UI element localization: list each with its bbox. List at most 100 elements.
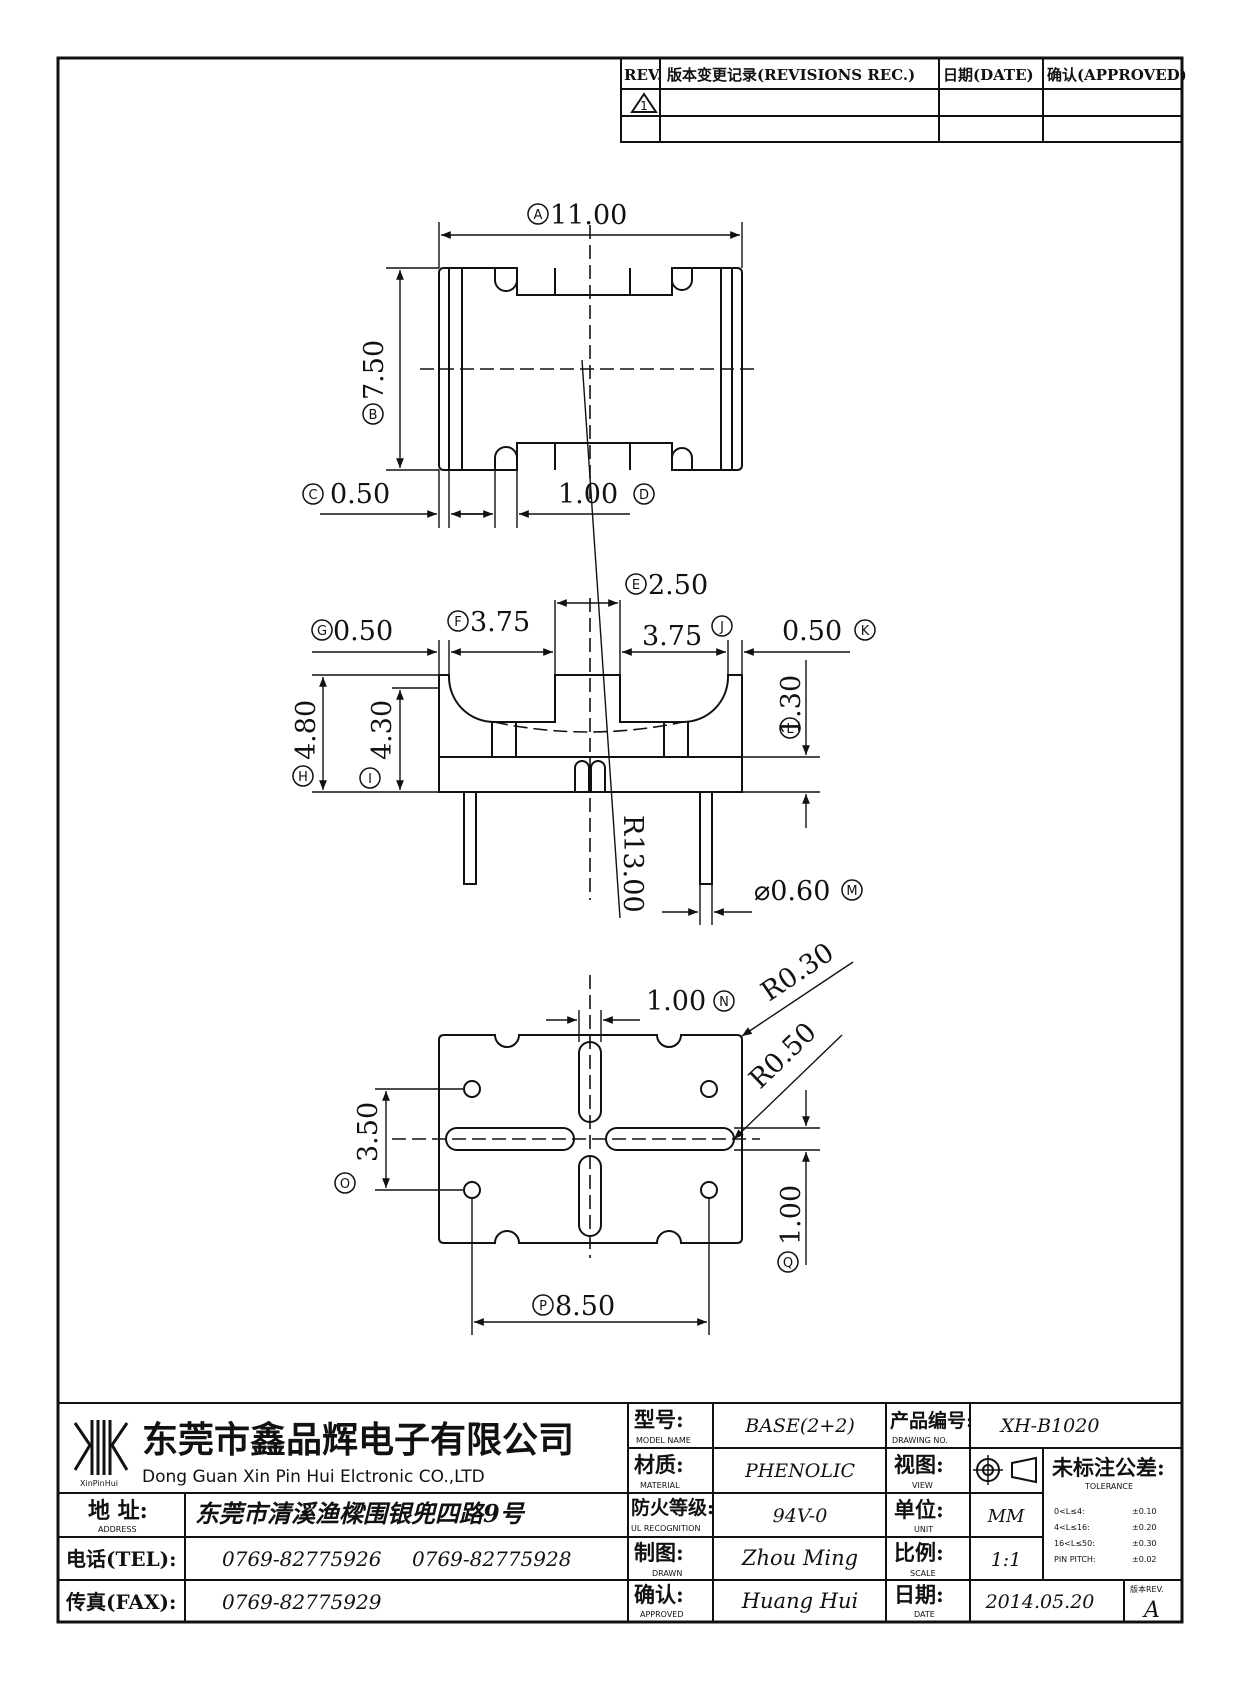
tolerance-value: ±0.30 [1132, 1539, 1157, 1548]
date-label: 日期: [894, 1582, 944, 1607]
dimension-g: G 0.50 [311, 616, 393, 647]
view-label-en: VIEW [912, 1481, 933, 1490]
svg-text:G: G [317, 624, 327, 639]
svg-text:Q: Q [783, 1256, 793, 1271]
drawn-label-en: DRAWN [652, 1569, 682, 1578]
material-label-en: MATERIAL [640, 1481, 680, 1490]
dimension-l: 1.30 L [776, 675, 807, 739]
svg-text:3.75: 3.75 [642, 621, 702, 652]
svg-text:8.50: 8.50 [555, 1291, 615, 1322]
svg-text:3.75: 3.75 [470, 607, 530, 638]
model-value: BASE(2+2) [744, 1415, 855, 1437]
bottom-view: 1.00 N R0.30 R0.50 3.50 O 1.00 Q [334, 937, 854, 1335]
svg-text:11.00: 11.00 [550, 200, 627, 231]
tolerance-value: ±0.10 [1132, 1507, 1157, 1516]
fax-value: 0769-82775929 [222, 1590, 382, 1614]
material-value: PHENOLIC [744, 1460, 856, 1482]
fax-label: 传真(FAX): [65, 1590, 176, 1614]
tolerance-label-en: TOLERANCE [1084, 1482, 1133, 1491]
dimension-i: 4.30 I [359, 700, 398, 789]
svg-text:2.50: 2.50 [648, 570, 708, 601]
company-logo: XinPinHui [73, 1420, 129, 1488]
svg-text:P: P [539, 1299, 547, 1314]
ul-label-en: UL RECOGNITION [631, 1524, 700, 1533]
svg-text:D: D [639, 488, 649, 503]
svg-text:3.50: 3.50 [353, 1102, 384, 1162]
drawing-no-label: 产品编号: [890, 1409, 973, 1432]
company-name-en: Dong Guan Xin Pin Hui Elctronic CO.,LTD [142, 1467, 485, 1487]
svg-text:A: A [534, 208, 543, 223]
svg-text:J: J [719, 620, 724, 635]
revision-number: 1 [640, 99, 648, 113]
svg-text:F: F [454, 615, 461, 630]
svg-text:M: M [846, 884, 857, 899]
version-label: 版本REV. [1130, 1584, 1164, 1594]
tolerance-range: PIN PITCH: [1054, 1555, 1096, 1564]
tolerance-label: 未标注公差: [1052, 1455, 1165, 1480]
model-label: 型号: [634, 1407, 684, 1432]
date-value: 2014.05.20 [985, 1591, 1095, 1613]
tolerance-value: ±0.20 [1132, 1523, 1157, 1532]
first-angle-projection-icon [973, 1455, 1037, 1485]
rev-header: REV. [624, 66, 662, 84]
revision-table: REV. 版本变更记录(REVISIONS REC.) 日期(DATE) 确认(… [620, 57, 1187, 143]
title-block: XinPinHui 东莞市鑫品辉电子有限公司 Dong Guan Xin Pin… [58, 1402, 1182, 1623]
svg-text:0.50: 0.50 [782, 616, 842, 647]
svg-text:O: O [340, 1177, 350, 1192]
svg-text:1.00: 1.00 [558, 479, 618, 510]
approved-value: Huang Hui [741, 1589, 859, 1613]
dimension-n: 1.00 N [646, 986, 735, 1017]
material-label: 材质: [634, 1452, 684, 1477]
dimension-e: E 2.50 [625, 570, 708, 601]
view-label: 视图: [894, 1452, 944, 1477]
svg-text:B: B [369, 408, 378, 423]
dimension-b: 7.50 B [359, 340, 390, 425]
ul-label: 防火等级: [631, 1496, 714, 1519]
revision-record-header: 版本变更记录(REVISIONS REC.) [667, 66, 915, 84]
tolerance-range: 16<L≤50: [1054, 1539, 1095, 1548]
drawn-label: 制图: [634, 1540, 684, 1565]
approved-label: 确认: [634, 1582, 684, 1607]
dimension-d: 1.00 D [558, 479, 655, 510]
tolerance-range: 0<L≤4: [1054, 1507, 1085, 1516]
dimension-m: ⌀0.60 M [754, 876, 863, 907]
svg-text:1.00: 1.00 [776, 1185, 807, 1245]
tel-value-1: 0769-82775926 [222, 1547, 382, 1571]
radius-r050: R0.50 [743, 1017, 822, 1095]
drawing-no-value: XH-B1020 [999, 1415, 1100, 1437]
svg-text:7.50: 7.50 [359, 340, 390, 400]
svg-text:4.80: 4.80 [291, 700, 322, 760]
company-name-cn: 东莞市鑫品辉电子有限公司 [142, 1419, 574, 1461]
svg-text:C: C [308, 488, 317, 503]
ul-value: 94V-0 [773, 1505, 828, 1527]
dimension-q: 1.00 Q [776, 1185, 807, 1273]
address-label-en: ADDRESS [98, 1525, 137, 1534]
revision-triangle-icon: 1 [630, 92, 658, 113]
svg-text:K: K [861, 624, 870, 639]
drawing-no-label-en: DRAWING NO. [892, 1436, 948, 1445]
radius-r030: R0.30 [756, 937, 840, 1008]
front-view: R13.00 E 2.50 G 0.50 F 3.75 3.75 [291, 359, 876, 925]
address-value: 东莞市清溪渔樑围银兜四路9号 [195, 1499, 526, 1528]
revision-approved-header: 确认(APPROVED) [1047, 66, 1187, 84]
dimension-a: A 11.00 [527, 200, 627, 231]
address-label: 地 址: [88, 1498, 148, 1524]
svg-text:0.50: 0.50 [333, 616, 393, 647]
svg-text:0.50: 0.50 [330, 479, 390, 510]
unit-label: 单位: [894, 1497, 944, 1522]
dimension-p: P 8.50 [532, 1291, 615, 1322]
unit-label-en: UNIT [914, 1525, 933, 1534]
svg-text:I: I [368, 772, 372, 787]
tel-value-2: 0769-82775928 [412, 1547, 571, 1571]
dimension-c: C 0.50 [302, 479, 390, 510]
svg-text:N: N [719, 995, 729, 1010]
svg-text:H: H [298, 770, 308, 785]
dimension-h: 4.80 H [291, 700, 322, 787]
date-label-en: DATE [914, 1610, 935, 1619]
tolerance-range: 4<L≤16: [1054, 1523, 1090, 1532]
scale-label: 比例: [894, 1540, 944, 1565]
svg-text:L: L [786, 722, 794, 737]
tolerance-value: ±0.02 [1132, 1555, 1157, 1564]
unit-value: MM [987, 1506, 1025, 1527]
